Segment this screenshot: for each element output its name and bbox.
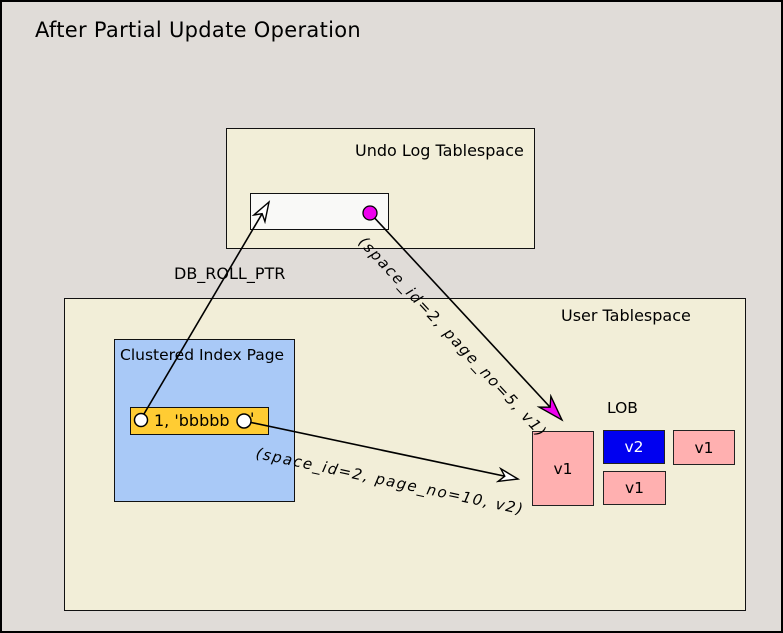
lob-label: LOB [607,399,638,417]
lob-box-v1-main: v1 [532,431,594,506]
undo-record-slot [250,193,389,230]
lob-box-v1-main-label: v1 [553,459,573,478]
lob-box-v1-bottom: v1 [603,471,666,505]
lob-box-v1-bottom-label: v1 [624,479,645,497]
index-record-closing-quote: ' [250,409,255,428]
undo-log-tablespace-label: Undo Log Tablespace [355,141,524,160]
user-tablespace-label: User Tablespace [561,306,691,325]
lob-box-v1-right-label: v1 [694,438,714,457]
page-title: After Partial Update Operation [35,18,362,42]
lob-box-v1-right: v1 [673,430,735,465]
db-roll-ptr-label: DB_ROLL_PTR [174,264,286,283]
index-record-text: 1, 'bbbbb [154,411,230,430]
index-record: 1, 'bbbbb ' [130,407,269,435]
lob-box-v2-label: v2 [624,438,644,456]
undo-log-tablespace-box: Undo Log Tablespace [226,128,535,249]
clustered-index-page-label: Clustered Index Page [120,346,285,364]
lob-box-v2: v2 [603,430,665,464]
